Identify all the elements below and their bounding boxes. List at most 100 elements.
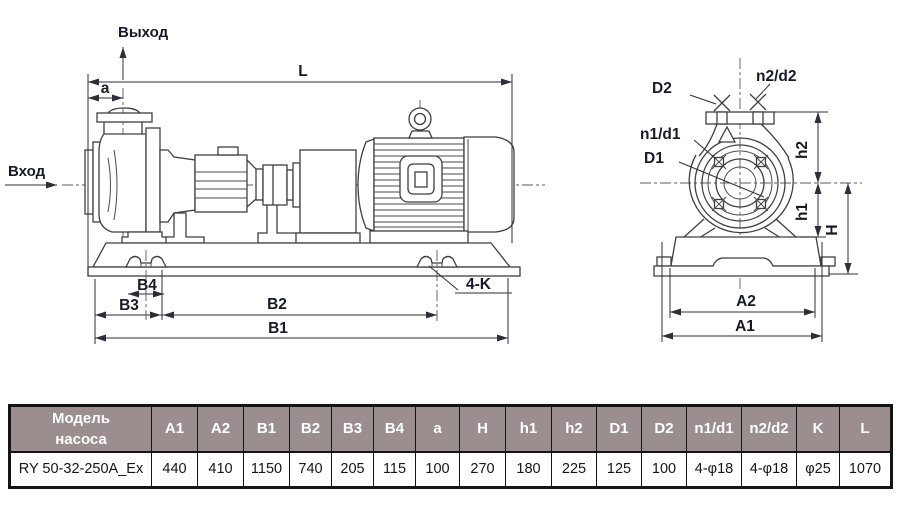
value-cell: 1150 [243, 451, 290, 488]
neck-left [698, 123, 718, 157]
anchor-callout-label: 4-K [466, 276, 492, 293]
dim-B1: B1 [95, 278, 509, 344]
dim-n1d1-label: n1/d1 [640, 126, 681, 143]
end-view: D2 n2/d2 n1/d1 D1 h2 h1 H [640, 58, 862, 342]
bolt-icon [711, 154, 727, 170]
value-cell: 100 [641, 451, 687, 488]
column-header-7: a [415, 405, 460, 453]
value-cell: 1070 [839, 451, 892, 488]
dim-D2: D2 [652, 80, 717, 105]
coupling-guard [299, 149, 357, 234]
value-cell: 440 [151, 451, 198, 488]
anchor-bolt-callout: 4-K [428, 265, 512, 294]
value-cell: 180 [505, 451, 552, 488]
suction-bolts [711, 154, 769, 212]
value-cell: 4-φ18 [741, 451, 797, 488]
baseplate [87, 242, 521, 322]
motor-rear-bell [463, 136, 515, 233]
base-plate [87, 266, 521, 277]
dim-B3-B2: B3 B2 [94, 270, 437, 344]
value-cell: 205 [331, 451, 374, 488]
inlet-flow-arrow: Вход [5, 163, 57, 189]
column-header-1: A1 [151, 405, 198, 453]
value-cell: 270 [459, 451, 506, 488]
value-cell: φ25 [796, 451, 840, 488]
dim-B4-label: B4 [137, 277, 157, 294]
column-header-10: h2 [551, 405, 597, 453]
dim-L-label: L [298, 63, 307, 80]
value-cell: 4-φ18 [686, 451, 742, 488]
outlet-label: Выход [118, 24, 169, 41]
dim-A1: A1 [661, 242, 823, 342]
dim-D2-label: D2 [652, 80, 672, 97]
dim-n2d2: n2/d2 [755, 68, 796, 100]
guard-stand [295, 232, 361, 244]
value-cell: 225 [551, 451, 597, 488]
top-flange [698, 93, 790, 159]
terminal-box-core [414, 171, 428, 188]
side-view: Вход Выход [5, 24, 545, 344]
bolt-icon [753, 196, 769, 212]
motor-pedestal [369, 230, 469, 244]
column-header-14: n2/d2 [741, 405, 797, 453]
column-header-12: D2 [641, 405, 687, 453]
column-header-6: B4 [373, 405, 416, 453]
lifting-eye-hole [413, 112, 427, 126]
column-header-8: H [459, 405, 506, 453]
motor-front-bell [357, 138, 375, 232]
eyebolt-base [408, 130, 433, 139]
support-legs [682, 218, 798, 239]
column-header-2: A2 [197, 405, 244, 453]
value-cell: 125 [596, 451, 642, 488]
casing-foot [121, 231, 169, 244]
end-base [653, 236, 836, 277]
column-header-13: n1/d1 [686, 405, 742, 453]
dim-B4: B4 [128, 277, 164, 298]
dim-h2-label: h2 [794, 141, 811, 159]
value-cell: 100 [415, 451, 460, 488]
motor [357, 107, 515, 244]
dim-D1-label: D1 [644, 150, 664, 167]
pump-casing [98, 127, 169, 244]
bearing-frame [159, 146, 305, 244]
column-header-11: D1 [596, 405, 642, 453]
dim-h2: h2 [774, 111, 828, 183]
model-cell: RY 50-32-250A_Ex [9, 451, 152, 488]
dim-H: H [824, 183, 858, 275]
dim-A2: A2 [669, 268, 816, 318]
column-header-3: B1 [243, 405, 290, 453]
pump-technical-drawing: Вход Выход [5, 24, 862, 344]
column-header-0: Модель насоса [9, 405, 152, 453]
flange-bolt-icon [713, 94, 731, 112]
discharge-flange [96, 107, 153, 134]
value-cell: 410 [197, 451, 244, 488]
dim-a-label: a [101, 80, 110, 97]
column-header-4: B2 [289, 405, 332, 453]
volute [688, 137, 794, 234]
bolt-icon [711, 196, 727, 212]
dim-D1: D1 [644, 150, 765, 198]
dim-h1-label: h1 [794, 203, 811, 221]
value-cell: 740 [289, 451, 332, 488]
dim-n1d1: n1/d1 [640, 126, 717, 160]
dim-H-label: H [824, 224, 841, 235]
dim-B3-label: B3 [119, 297, 139, 314]
dim-L: L [87, 63, 513, 276]
value-cell: 115 [373, 451, 416, 488]
coupling [262, 162, 301, 208]
lifting-eye-icon [408, 107, 432, 131]
neck-right [760, 123, 790, 159]
dim-h1: h1 [794, 183, 826, 238]
inlet-label: Вход [8, 163, 46, 180]
column-header-16: L [839, 405, 892, 453]
outlet-flow-arrow: Выход [118, 24, 169, 80]
column-header-9: h1 [505, 405, 552, 453]
gusset [717, 125, 737, 143]
bolt-icon [753, 154, 769, 170]
dim-n2d2-label: n2/d2 [756, 68, 796, 85]
